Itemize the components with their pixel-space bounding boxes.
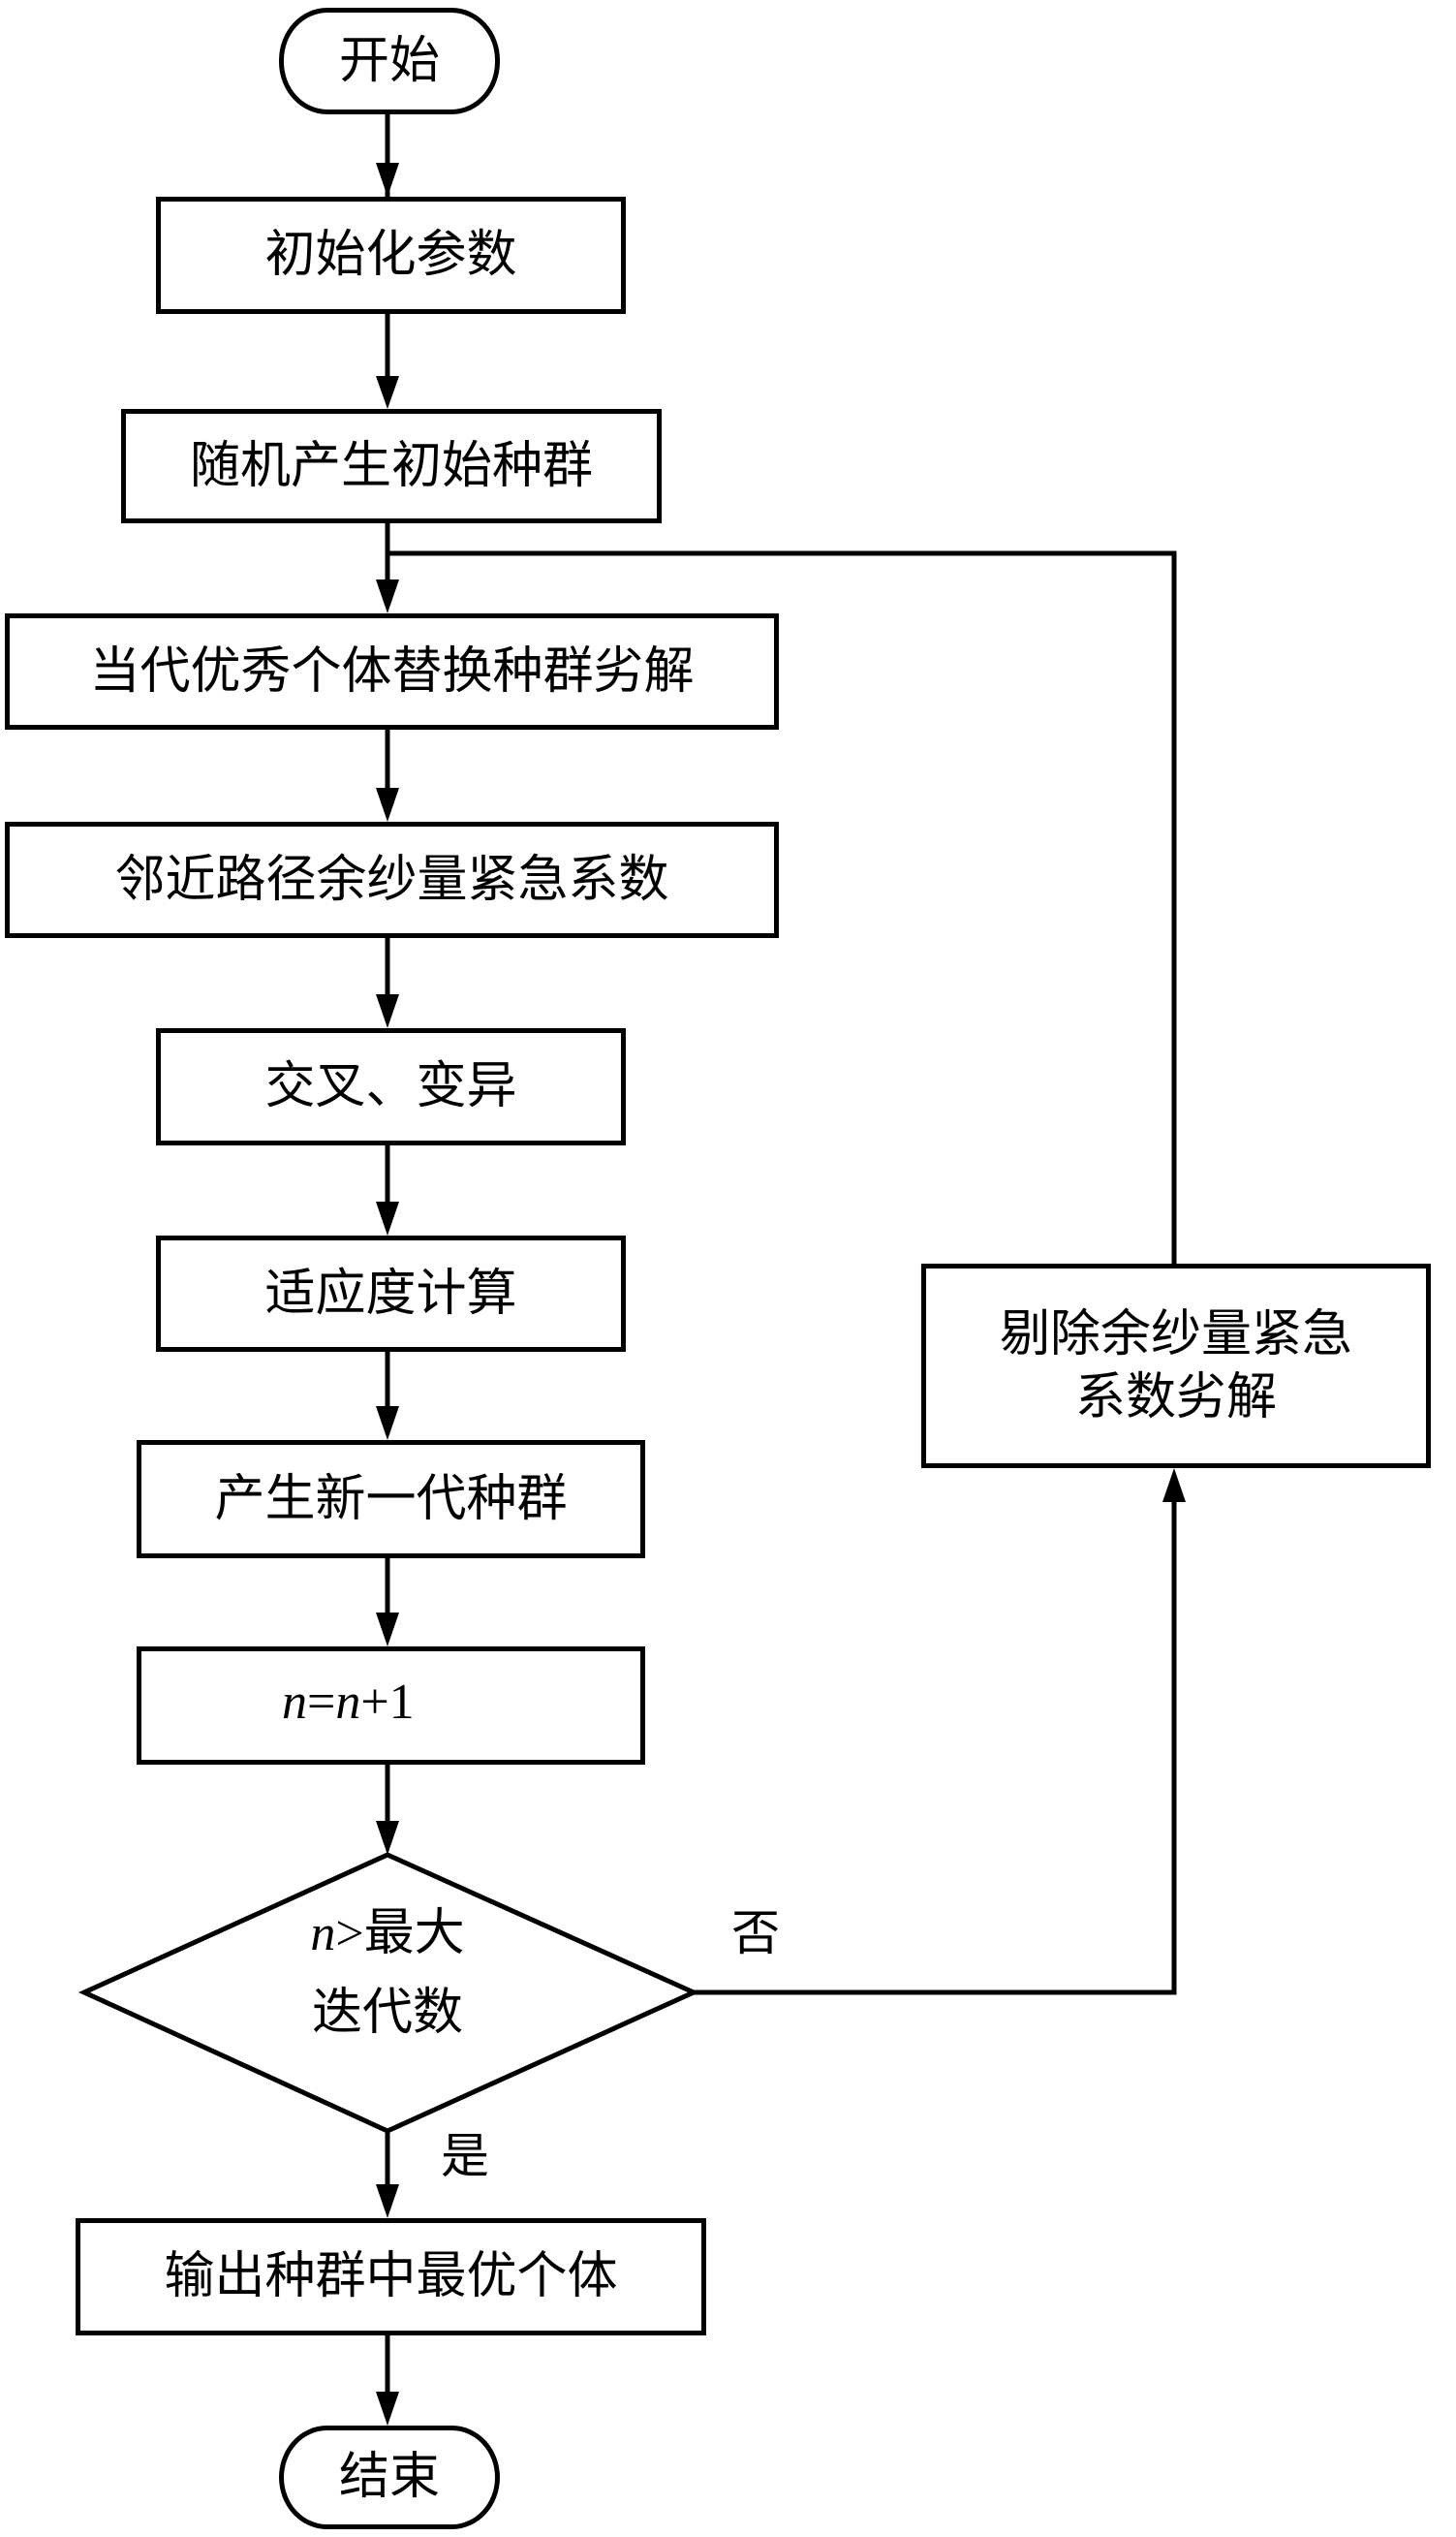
decision-label: n>最大 迭代数: [194, 1895, 581, 2052]
step-remove-urgency-inferior: 剔除余纱量紧急 系数劣解: [921, 1264, 1431, 1468]
equals-sign: =: [307, 1675, 336, 1730]
step-label: 初始化参数: [264, 226, 517, 284]
arrowhead: [376, 1821, 399, 1855]
var-n: n: [310, 1906, 336, 1961]
step-output-best: 输出种群中最优个体: [76, 2218, 706, 2335]
decision-line1: n>最大: [194, 1895, 581, 1974]
loop-step-line2: 系数劣解: [1074, 1367, 1277, 1426]
increment-expression: n=n+1: [282, 1671, 415, 1734]
end-terminal: 结束: [279, 2426, 500, 2529]
arrowhead: [376, 994, 399, 1028]
end-label: 结束: [338, 2448, 440, 2506]
yes-label: 是: [441, 2128, 489, 2184]
decision-line2: 迭代数: [311, 1983, 463, 2042]
step-increment: n=n+1: [137, 1646, 645, 1765]
step-new-generation: 产生新一代种群: [137, 1440, 645, 1558]
no-branch-line: [694, 1500, 1177, 1995]
arrowhead: [376, 1202, 399, 1236]
greater-than: >: [335, 1906, 364, 1961]
decision-diamond: [77, 1852, 700, 2134]
step-label: 随机产生初始种群: [189, 436, 593, 495]
start-terminal: 开始: [279, 8, 500, 114]
arrowhead: [376, 163, 399, 197]
step-crossover-mutation: 交叉、变异: [156, 1028, 626, 1145]
step-random-population: 随机产生初始种群: [121, 409, 662, 523]
decision-text-max: 最大: [363, 1904, 465, 1962]
var-n: n: [335, 1675, 361, 1730]
arrowhead: [376, 2392, 399, 2426]
no-label: 否: [731, 1905, 780, 1961]
arrowhead: [376, 1406, 399, 1440]
var-n: n: [282, 1675, 307, 1730]
arrowheads: [376, 163, 1186, 2426]
step-fitness: 适应度计算: [156, 1236, 626, 1352]
arrowhead: [1162, 1468, 1186, 1502]
arrowhead: [376, 1613, 399, 1646]
loop-back-line: [387, 550, 1177, 1264]
arrowhead: [376, 788, 399, 822]
step-neighbor-urgency: 邻近路径余纱量紧急系数: [5, 822, 779, 938]
step-label: 当代优秀个体替换种群劣解: [89, 642, 695, 701]
arrowhead: [376, 2184, 399, 2218]
output-label: 输出种群中最优个体: [164, 2247, 618, 2305]
step-label: 适应度计算: [264, 1264, 517, 1323]
plus-one: +1: [360, 1675, 415, 1730]
start-label: 开始: [338, 31, 440, 90]
step-label: 产生新一代种群: [214, 1469, 568, 1528]
arrowhead: [376, 579, 399, 613]
step-init-params: 初始化参数: [156, 197, 626, 314]
step-label: 交叉、变异: [264, 1057, 517, 1115]
step-replace-inferior: 当代优秀个体替换种群劣解: [5, 613, 779, 730]
step-label: 邻近路径余纱量紧急系数: [114, 850, 669, 909]
arrowhead: [376, 376, 399, 409]
loop-step-line1: 剔除余纱量紧急: [999, 1304, 1352, 1363]
